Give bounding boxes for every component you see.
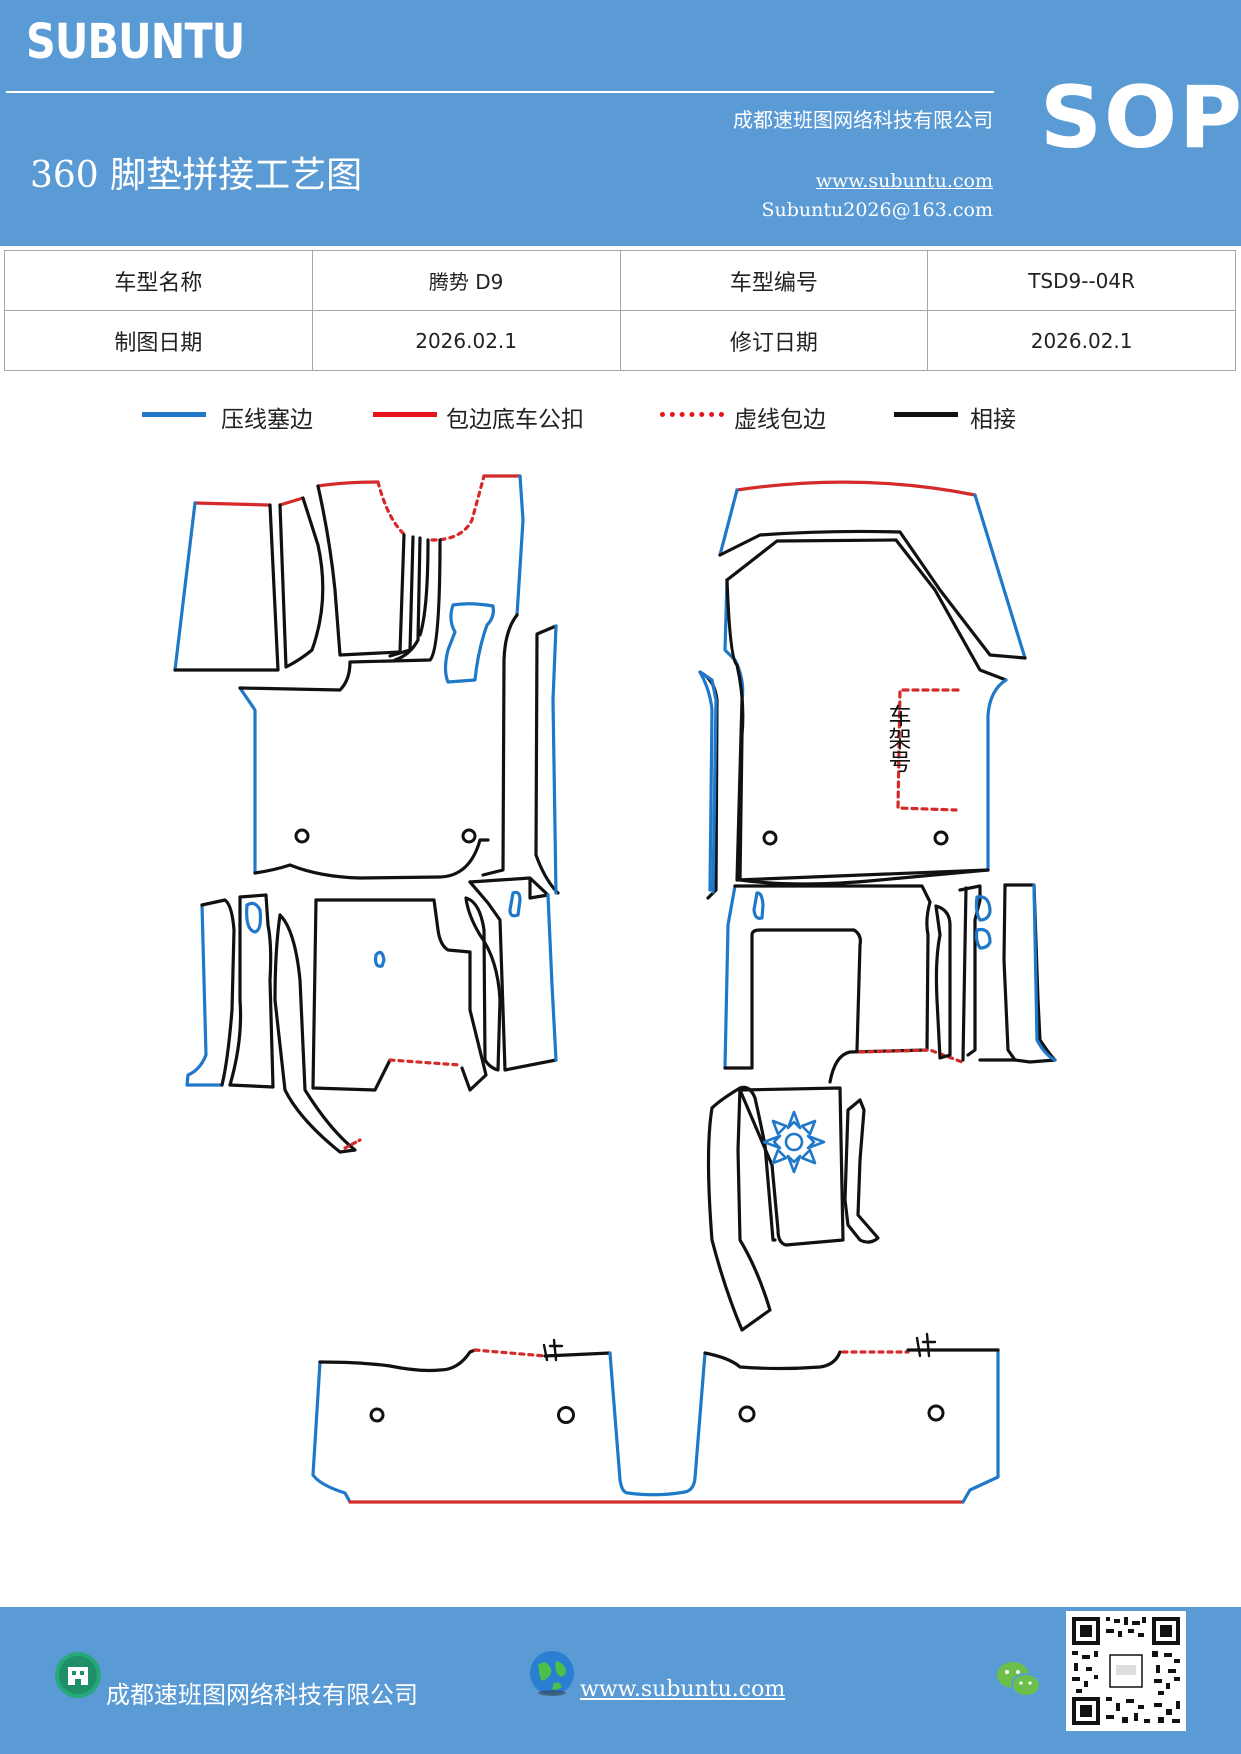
model-name-label: 车型名称 (4, 250, 313, 311)
footer-banner: 成都速班图网络科技有限公司 www.subuntu.com (0, 1607, 1241, 1754)
revise-date-value: 2026.02.1 (927, 310, 1236, 371)
page-title: 360 脚垫拼接工艺图 (30, 155, 363, 196)
legend-label-bind: 包边底车公扣 (446, 407, 584, 433)
right-front-pieces (698, 480, 1027, 900)
model-name-value: 腾势 D9 (311, 250, 621, 311)
header-company: 成都速班图网络科技有限公司 (733, 108, 993, 132)
header-banner: SUBUNTU 成都速班图网络科技有限公司 360 脚垫拼接工艺图 www.su… (0, 0, 1241, 246)
qr-code[interactable] (1066, 1611, 1186, 1731)
table-row: 制图日期 2026.02.1 修订日期 2026.02.1 (4, 310, 1236, 371)
snowflake-icon (762, 1110, 826, 1174)
info-table: 车型名称 腾势 D9 车型编号 TSD9--04R 制图日期 2026.02.1… (4, 250, 1236, 371)
rear-bottom-mat (311, 1332, 1000, 1504)
right-rear-pieces (706, 883, 1057, 1332)
table-row: 车型名称 腾势 D9 车型编号 TSD9--04R (4, 250, 1236, 311)
legend-swatch-joint (894, 412, 958, 417)
globe-icon (530, 1651, 574, 1696)
building-icon (55, 1652, 101, 1698)
frame-number-label: 车架号 (884, 704, 910, 773)
footer-url-link[interactable]: www.subuntu.com (580, 1677, 786, 1702)
piece-edge (193, 501, 270, 507)
model-code-value: TSD9--04R (927, 250, 1236, 311)
revise-date-label: 修订日期 (619, 310, 929, 371)
header-divider (6, 91, 994, 93)
legend-swatch-dotted (660, 412, 724, 417)
sop-badge: SOP (1040, 68, 1241, 168)
brand-logo: SUBUNTU (26, 14, 245, 70)
legend-swatch-bind (373, 412, 437, 417)
draw-date-label: 制图日期 (4, 310, 313, 371)
legend-label-press: 压线塞边 (221, 407, 313, 433)
footer-company: 成都速班图网络科技有限公司 (106, 1681, 418, 1709)
legend-label-dotted: 虚线包边 (734, 407, 826, 433)
qr-code-image (1072, 1617, 1180, 1725)
wechat-icon (997, 1662, 1041, 1697)
legend-label-joint: 相接 (970, 407, 1016, 433)
draw-date-value: 2026.02.1 (311, 310, 621, 371)
left-rear-pieces (185, 876, 558, 1154)
header-url-link[interactable]: www.subuntu.com (815, 170, 993, 192)
legend-swatch-press (142, 412, 206, 417)
left-front-pieces (173, 474, 560, 895)
model-code-label: 车型编号 (619, 250, 929, 311)
header-email: Subuntu2026@163.com (761, 199, 993, 221)
